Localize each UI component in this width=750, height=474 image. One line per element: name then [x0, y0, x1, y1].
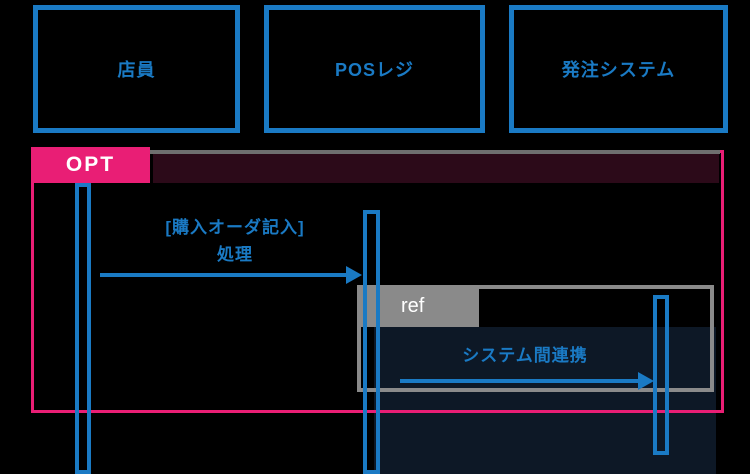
activation-bar-ordering-system [653, 295, 669, 455]
participant-clerk: 店員 [33, 5, 240, 133]
ref-fragment-frame [357, 285, 714, 392]
activation-bar-clerk [75, 183, 91, 474]
participant-ordering-system: 発注システム [509, 5, 728, 133]
opt-frame-top-border [150, 150, 720, 154]
ref-fragment-label: ref [401, 294, 425, 317]
message-purchase-order-label-line1: [購入オーダ記入] [165, 218, 305, 237]
participant-ordering-system-label: 発注システム [561, 60, 676, 80]
participant-pos-register-label: POSレジ [334, 60, 414, 80]
activation-bar-pos-register [363, 210, 380, 474]
opt-condition-band [153, 154, 719, 183]
message-purchase-order-arrowhead-icon [346, 266, 362, 284]
message-system-link-arrowhead-icon [638, 372, 654, 390]
opt-fragment-tab: OPT [31, 147, 150, 183]
message-purchase-order-label-line2: 処理 [217, 245, 253, 264]
ref-interior-panel [374, 327, 716, 474]
message-system-link-label: システム間連携 [462, 346, 588, 365]
participant-pos-register: POSレジ [264, 5, 485, 133]
message-system-link-line [400, 379, 640, 383]
participant-clerk-label: 店員 [117, 60, 156, 80]
message-purchase-order-line [100, 273, 348, 277]
opt-fragment-label: OPT [65, 153, 116, 176]
